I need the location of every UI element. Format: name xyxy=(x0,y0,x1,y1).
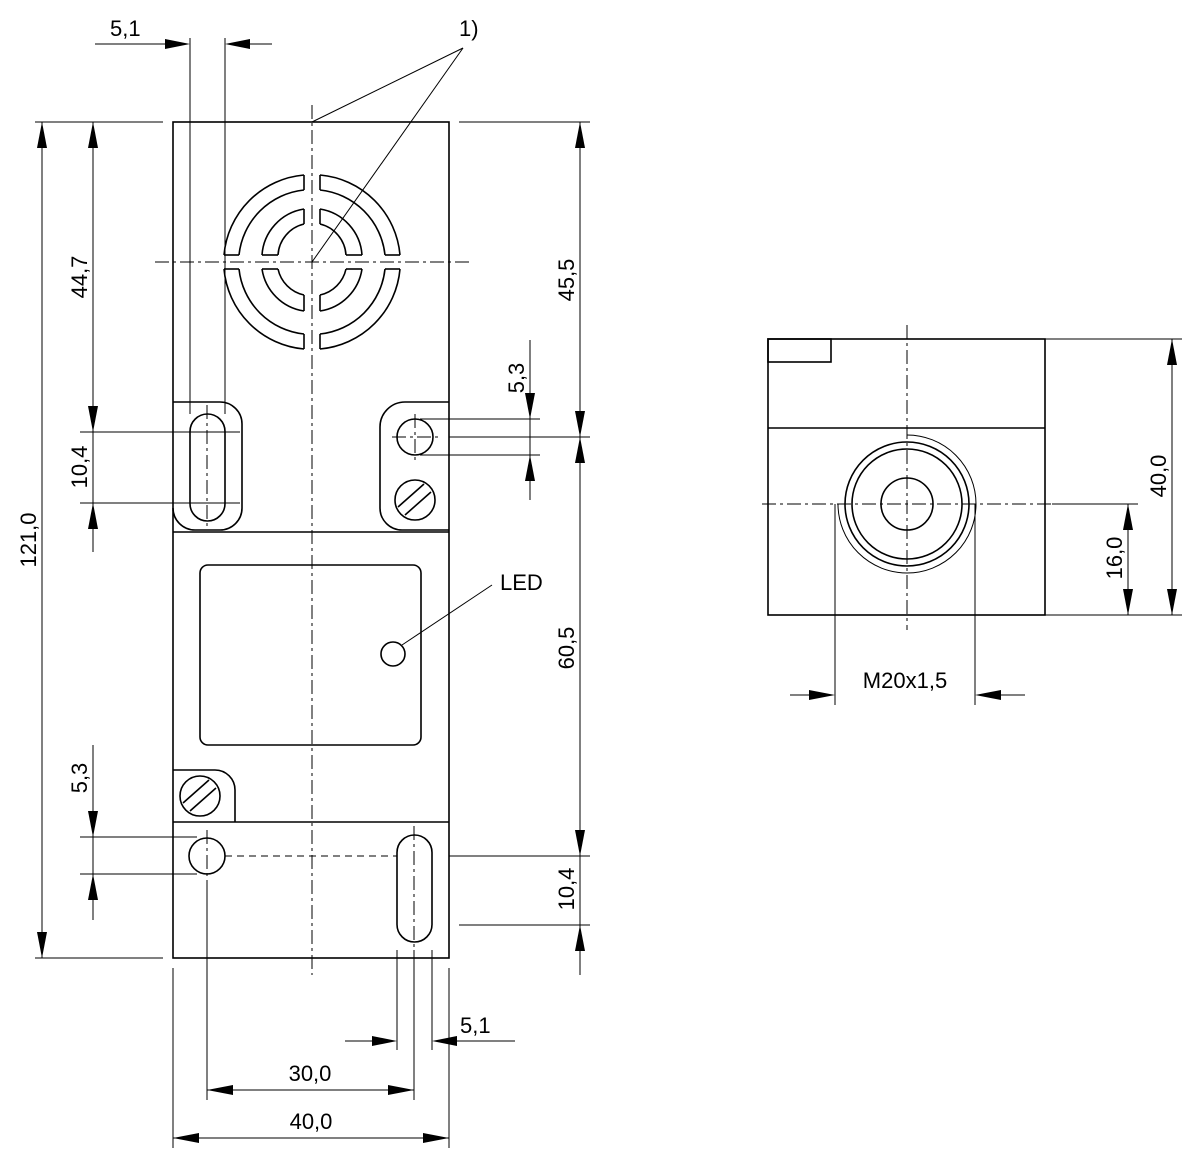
led-indicator xyxy=(380,641,406,667)
svg-text:10,4: 10,4 xyxy=(67,446,92,489)
svg-text:10,4: 10,4 xyxy=(554,868,579,911)
dim-side-axis: 16,0 xyxy=(1052,503,1138,615)
dim-top-slot-length: 10,4 xyxy=(67,432,98,552)
svg-text:5,3: 5,3 xyxy=(67,763,92,794)
dim-bottom-hole: 5,3 xyxy=(67,745,98,920)
upper-hole-boss xyxy=(379,401,449,531)
lower-screw xyxy=(179,775,221,817)
dim-total-height: 121,0 xyxy=(16,122,47,958)
svg-text:60,5: 60,5 xyxy=(554,627,579,670)
dim-top-slot-width: 5,1 xyxy=(95,16,272,414)
svg-text:5,1: 5,1 xyxy=(110,16,141,41)
housing-outline xyxy=(172,121,450,959)
connector-pin xyxy=(880,477,934,531)
svg-text:121,0: 121,0 xyxy=(16,512,41,567)
svg-text:5,1: 5,1 xyxy=(460,1013,491,1038)
upper-slot-boss xyxy=(172,401,243,531)
svg-text:45,5: 45,5 xyxy=(554,259,579,302)
led-leader xyxy=(401,584,493,646)
sensing-face-symbol xyxy=(223,174,401,350)
svg-text:40,0: 40,0 xyxy=(290,1109,333,1134)
dim-hole-spacing: 30,0 xyxy=(206,880,415,1100)
svg-text:5,3: 5,3 xyxy=(504,363,529,394)
dim-top-block: 44,7 xyxy=(67,122,98,432)
connector-ring xyxy=(851,448,963,560)
side-cap xyxy=(767,338,832,363)
lower-screw-boss xyxy=(173,769,236,822)
svg-text:40,0: 40,0 xyxy=(1146,455,1171,498)
side-view xyxy=(762,325,1052,705)
svg-text:44,7: 44,7 xyxy=(67,256,92,299)
svg-text:16,0: 16,0 xyxy=(1102,537,1127,580)
svg-text:M20x1,5: M20x1,5 xyxy=(863,668,947,693)
front-view xyxy=(155,105,493,975)
led-label: LED xyxy=(500,570,543,595)
svg-text:30,0: 30,0 xyxy=(289,1061,332,1086)
dim-thread: M20x1,5 xyxy=(790,668,1025,700)
led-window xyxy=(199,564,422,746)
dim-right-top-block: 45,5 xyxy=(554,122,585,437)
connector-outer xyxy=(844,441,970,567)
dim-right-slot-length: 10,4 xyxy=(554,856,585,975)
dim-right-mid: 60,5 xyxy=(554,437,585,856)
dim-side-height: 40,0 xyxy=(1045,338,1182,616)
upper-screw xyxy=(394,479,436,521)
dim-right-hole: 5,3 xyxy=(504,340,535,500)
dim-bottom-slot-width: 5,1 xyxy=(345,950,515,1050)
note-ref-label: 1) xyxy=(459,16,479,41)
dim-total-width: 40,0 xyxy=(172,968,450,1148)
thread-arc xyxy=(837,434,977,574)
